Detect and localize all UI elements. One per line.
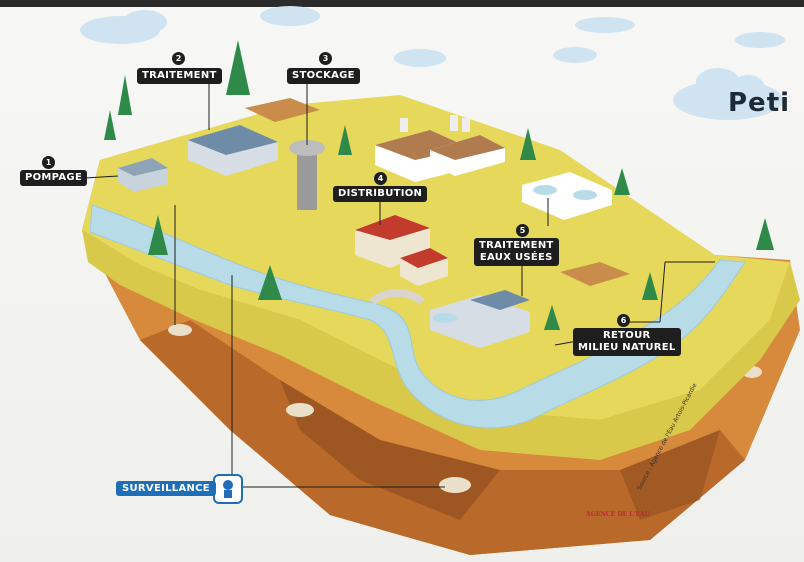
step-6-number: 6 [617, 314, 630, 327]
step-1-number: 1 [42, 156, 55, 169]
step-3-label: STOCKAGE [287, 68, 360, 84]
logo-text: AGENCE DE L'EAU [586, 511, 650, 518]
river [89, 204, 746, 429]
step-5-number: 5 [516, 224, 529, 237]
step-5-label: TRAITEMENT EAUX USÉES [474, 238, 559, 266]
top-border [0, 0, 804, 7]
page-title: Peti [728, 88, 791, 118]
step-1-label: POMPAGE [20, 170, 88, 186]
step-3-number: 3 [319, 52, 332, 65]
agency-logo: AGENCE DE L'EAU [585, 503, 651, 529]
microscope-icon [213, 474, 243, 504]
buildings [118, 98, 630, 348]
step-2-label: TRAITEMENT [137, 68, 222, 84]
leader-lines [84, 82, 715, 488]
step-4-label: DISTRIBUTION [333, 186, 428, 202]
trees [104, 40, 774, 330]
surveillance-label: SURVEILLANCE [116, 481, 216, 496]
clouds [80, 6, 785, 120]
step-4-number: 4 [374, 172, 387, 185]
step-2-number: 2 [172, 52, 185, 65]
step-6-label: RETOUR MILIEU NATUREL [573, 328, 681, 356]
